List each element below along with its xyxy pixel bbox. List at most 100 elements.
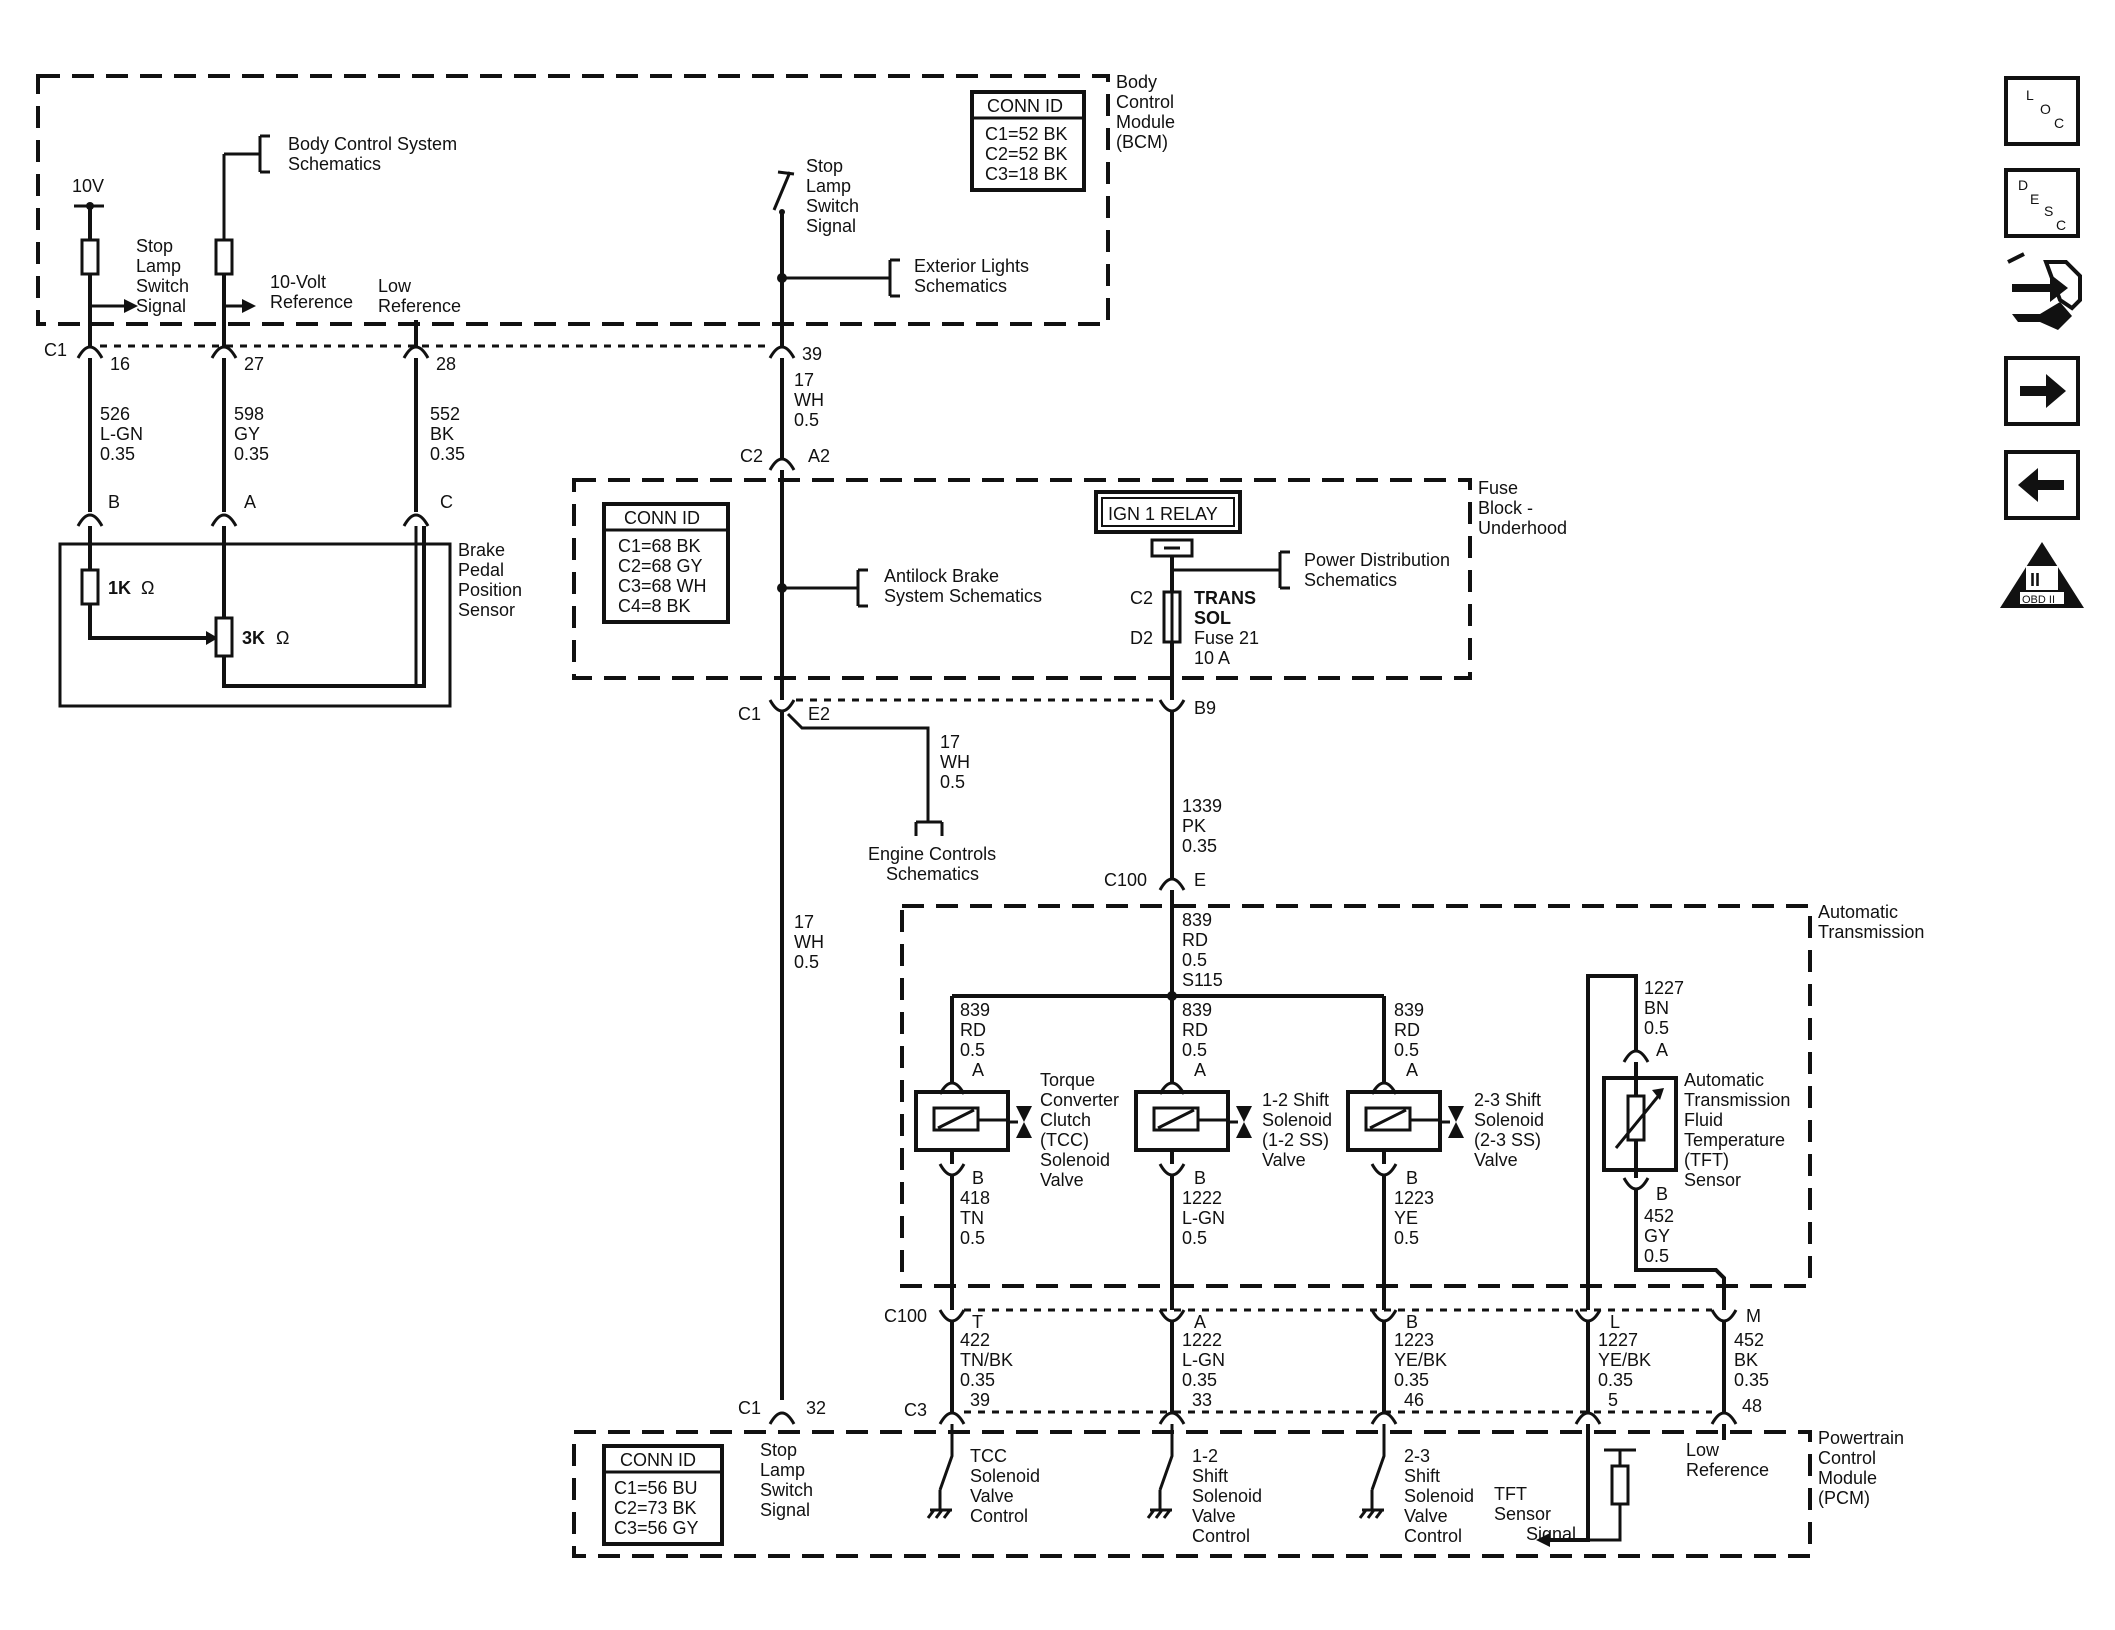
conn-id-row: C4=8 BK bbox=[618, 596, 691, 616]
arrow-icon bbox=[206, 631, 218, 645]
next-button[interactable] bbox=[2004, 356, 2080, 426]
pin-letter: A bbox=[1406, 1060, 1418, 1080]
wire-1339-label: 1339 PK 0.35 bbox=[1182, 796, 1222, 856]
ss23-name: Valve bbox=[1474, 1150, 1518, 1170]
relay-label: IGN 1 RELAY bbox=[1108, 504, 1218, 524]
valve-icon bbox=[1016, 1106, 1032, 1138]
ss12-name: Solenoid bbox=[1262, 1110, 1332, 1130]
conn-id-row: C2=73 BK bbox=[614, 1498, 697, 1518]
connector-label: C1 bbox=[738, 704, 761, 724]
ss23-name: Solenoid bbox=[1474, 1110, 1544, 1130]
conn-id-row: C3=68 WH bbox=[618, 576, 707, 596]
conn-id-row: C1=56 BU bbox=[614, 1478, 698, 1498]
wire-gauge: 0.5 bbox=[1182, 950, 1207, 970]
ss12-name: Valve bbox=[1262, 1150, 1306, 1170]
ten-volt-ref: Reference bbox=[270, 292, 353, 312]
pin-letter: M bbox=[1746, 1306, 1761, 1326]
location-button[interactable]: L O C bbox=[2004, 76, 2080, 146]
wire-circuit: 17 bbox=[940, 732, 960, 752]
pin-number: 48 bbox=[1742, 1396, 1762, 1416]
wire-422-label: 422 TN/BK 0.35 39 bbox=[960, 1330, 1013, 1410]
ss12-name: 1-2 Shift bbox=[1262, 1090, 1329, 1110]
engine-controls-ref: Engine Controls bbox=[868, 844, 996, 864]
obd-mark: II bbox=[2030, 570, 2040, 590]
pin-number: 27 bbox=[244, 354, 264, 374]
tft-name: Temperature bbox=[1684, 1130, 1785, 1150]
wire-1223b-label: 1223 YE/BK 0.35 46 bbox=[1394, 1330, 1447, 1410]
pin-letter: B bbox=[1406, 1168, 1418, 1188]
wire-526-label: 526 L-GN 0.35 bbox=[100, 404, 143, 464]
pin-number: 32 bbox=[806, 1398, 826, 1418]
wire-gauge: 0.35 bbox=[960, 1370, 995, 1390]
ss23-control-label: Control bbox=[1404, 1526, 1462, 1546]
resistor-icon bbox=[214, 616, 234, 658]
wire-gauge: 0.5 bbox=[1644, 1246, 1669, 1266]
wire-color: L-GN bbox=[1182, 1208, 1225, 1228]
wire-circuit: 839 bbox=[1182, 910, 1212, 930]
pin-letter: B bbox=[1406, 1312, 1418, 1332]
wire-gauge: 0.35 bbox=[1394, 1370, 1429, 1390]
abs-ref: Antilock Brake bbox=[884, 566, 999, 586]
wire-color: YE/BK bbox=[1598, 1350, 1651, 1370]
pin-number: 39 bbox=[970, 1390, 990, 1410]
connector-label: C100 bbox=[884, 1306, 927, 1326]
wire-gauge: 0.5 bbox=[1182, 1040, 1207, 1060]
wire-gauge: 0.5 bbox=[1394, 1228, 1419, 1248]
wire-circuit: 422 bbox=[960, 1330, 990, 1350]
arrow-icon bbox=[242, 299, 256, 313]
bpp-name: Pedal bbox=[458, 560, 504, 580]
wire-circuit: 1222 bbox=[1182, 1330, 1222, 1350]
ss23-control-label: Solenoid bbox=[1404, 1486, 1474, 1506]
automatic-transmission: Automatic Transmission 839 RD 0.5 S115 8… bbox=[900, 890, 1924, 1310]
wire-color: YE bbox=[1394, 1208, 1418, 1228]
pin-letter: E2 bbox=[808, 704, 830, 724]
bpp-name: Brake bbox=[458, 540, 505, 560]
wire-color: GY bbox=[1644, 1226, 1670, 1246]
wire-gauge: 0.35 bbox=[100, 444, 135, 464]
pin-number: 39 bbox=[802, 344, 822, 364]
pullup-resistor-icon bbox=[1610, 1464, 1630, 1506]
connector-label: C2 bbox=[740, 446, 763, 466]
trans-sol-fuse: C2 D2 TRANS SOL Fuse 21 10 A bbox=[1130, 588, 1259, 668]
wire-gauge: 0.5 bbox=[1394, 1040, 1419, 1060]
tcc-control-label: Control bbox=[970, 1506, 1028, 1526]
wire-circuit: 452 bbox=[1644, 1206, 1674, 1226]
power-distribution-ref: Power Distribution bbox=[1304, 550, 1450, 570]
wire-color: L-GN bbox=[100, 424, 143, 444]
repair-diagnostics-icon[interactable] bbox=[2007, 252, 2082, 330]
obd-ii-button[interactable]: II OBD II bbox=[2000, 542, 2084, 608]
ss12-control-label: Control bbox=[1192, 1526, 1250, 1546]
tcc-name: Torque bbox=[1040, 1070, 1095, 1090]
previous-button[interactable] bbox=[2004, 450, 2080, 520]
tcc-control-label: TCC bbox=[970, 1446, 1007, 1466]
wire-circuit: 1339 bbox=[1182, 796, 1222, 816]
ground-icon bbox=[926, 1508, 952, 1519]
connector-label: C1 bbox=[44, 340, 67, 360]
ohm-icon: Ω bbox=[276, 628, 289, 648]
arrow-icon bbox=[124, 299, 138, 313]
splice-label: S115 bbox=[1182, 970, 1223, 990]
fuse-name: 10 A bbox=[1194, 648, 1230, 668]
shift-solenoid-2-3: 2-3 Shift Solenoid (2-3 SS) Valve bbox=[1346, 1090, 1544, 1170]
ten-v-label: 10V bbox=[72, 176, 104, 196]
wire-gauge: 0.35 bbox=[1734, 1370, 1769, 1390]
stop-signal-left: Lamp bbox=[136, 256, 181, 276]
desc-letter: E bbox=[2030, 191, 2039, 207]
wire-color: RD bbox=[960, 1020, 986, 1040]
resistor-1k-label: 1K bbox=[108, 578, 131, 598]
wire-gauge: 0.5 bbox=[794, 410, 819, 430]
pcm-stop-signal: Switch bbox=[760, 1480, 813, 1500]
wire-circuit: 526 bbox=[100, 404, 130, 424]
pin-letter: A bbox=[1194, 1312, 1206, 1332]
bcm-name-line: Control bbox=[1116, 92, 1174, 112]
ss23-name: 2-3 Shift bbox=[1474, 1090, 1541, 1110]
conn-id-row: C3=18 BK bbox=[985, 164, 1068, 184]
description-button[interactable]: D E S C bbox=[2004, 168, 2080, 238]
tcc-name: Valve bbox=[1040, 1170, 1084, 1190]
wire-color: TN/BK bbox=[960, 1350, 1013, 1370]
fuse-name: SOL bbox=[1194, 608, 1231, 628]
wire-circuit: 598 bbox=[234, 404, 264, 424]
conn-id-row: C1=52 BK bbox=[985, 124, 1068, 144]
low-ref: Reference bbox=[378, 296, 461, 316]
pin-number: 16 bbox=[110, 354, 130, 374]
